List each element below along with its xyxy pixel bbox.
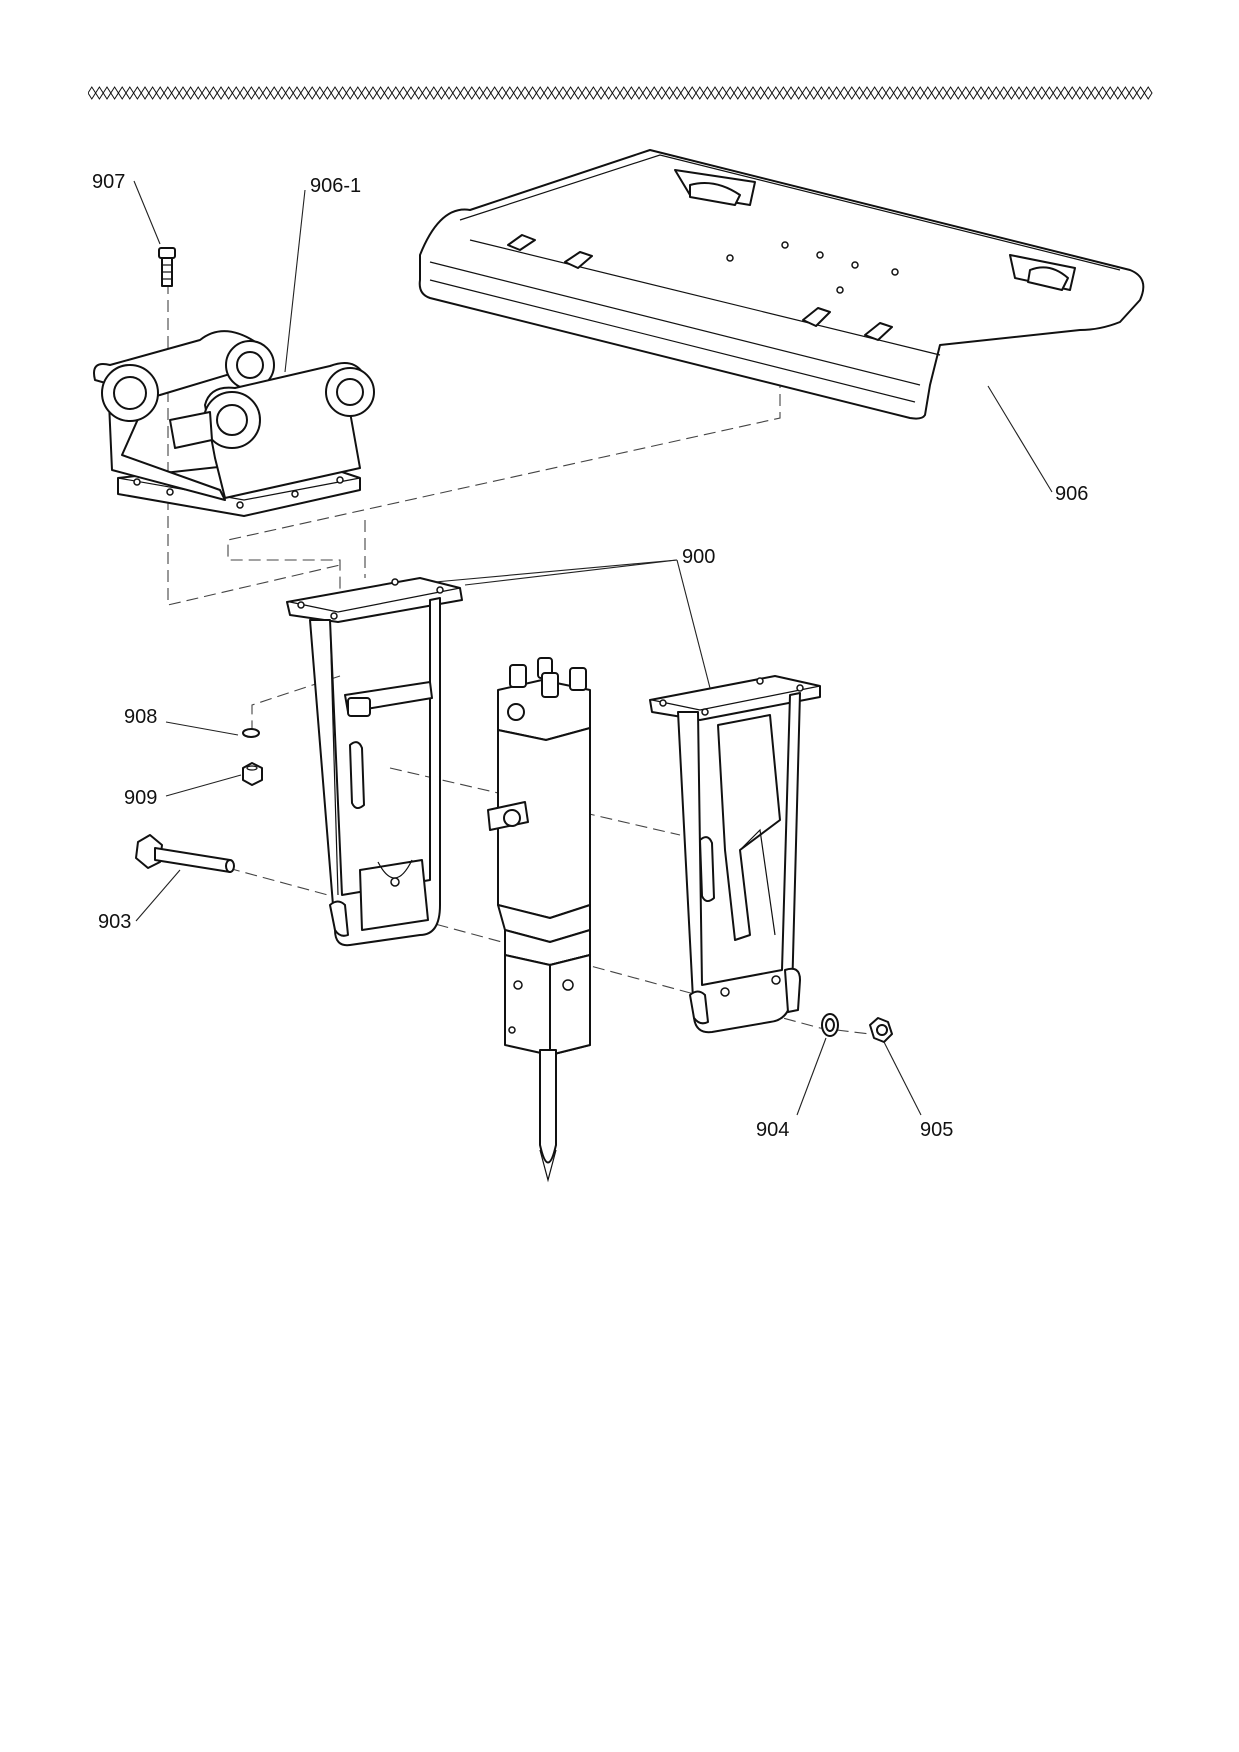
callout-907: 907: [92, 171, 125, 193]
callout-903: 903: [98, 911, 131, 933]
callout-labels: 907 906-1 906 900 908 909 903 904 905: [92, 171, 1088, 1141]
bracket-900-right: [649, 675, 821, 1034]
leader-lines: [133, 180, 1053, 1116]
callout-900: 900: [682, 546, 715, 568]
washer-904: [821, 1013, 839, 1037]
nut-909: [242, 762, 263, 786]
callout-905: 905: [920, 1119, 953, 1141]
coupler-bracket-906-1: [93, 330, 375, 517]
long-bolt-903: [135, 834, 235, 873]
bolt-907: [158, 247, 176, 287]
washer-908: [242, 728, 260, 738]
callout-906-1: 906-1: [310, 175, 361, 197]
hydraulic-hammer: [487, 657, 591, 1183]
diamond-border-rule: [88, 86, 1153, 100]
nut-905: [869, 1017, 893, 1043]
callout-908: 908: [124, 706, 157, 728]
mounting-plate-906: [418, 149, 1145, 420]
callout-906: 906: [1055, 483, 1088, 505]
callout-904: 904: [756, 1119, 789, 1141]
diamond-ornament: [1143, 86, 1153, 100]
callout-909: 909: [124, 787, 157, 809]
bracket-900-left: [286, 577, 463, 947]
